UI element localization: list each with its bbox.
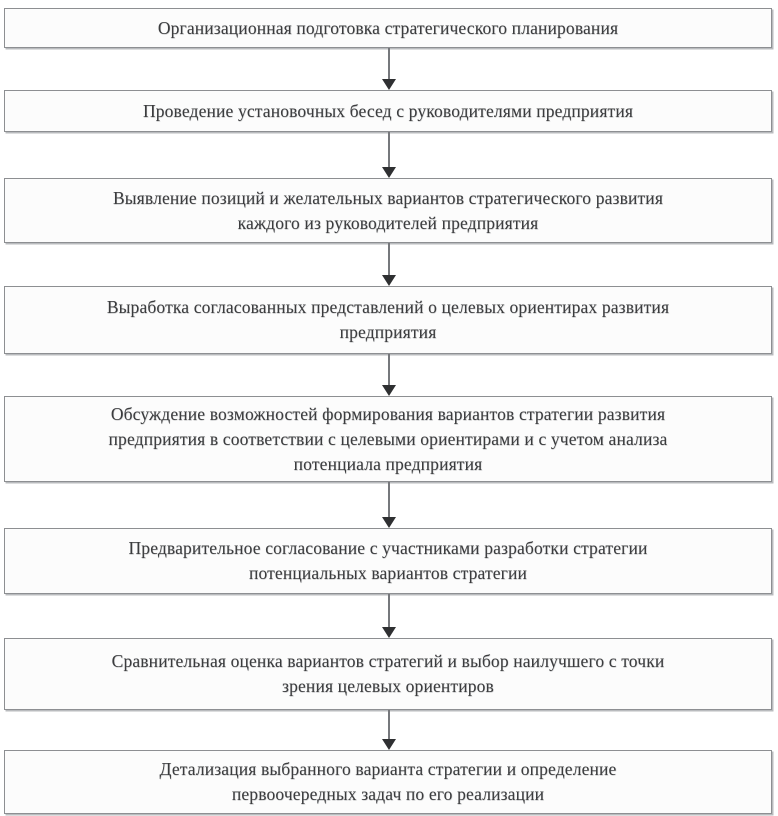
process-node-4[interactable]: Выработка согласованных представлений о … — [4, 286, 772, 354]
arrow-down-icon-6-7 — [381, 594, 397, 638]
process-node-7-label: Сравнительная оценка вариантов стратегий… — [111, 651, 665, 696]
arrow-shaft — [388, 710, 390, 740]
arrow-shaft — [388, 354, 390, 386]
arrow-shaft — [388, 243, 390, 276]
arrow-head — [382, 627, 396, 638]
arrow-down-icon-4-5 — [381, 354, 397, 396]
arrow-down-icon-1-2 — [381, 48, 397, 90]
arrow-down-icon-3-4 — [381, 243, 397, 286]
process-node-8[interactable]: Детализация выбранного варианта стратеги… — [4, 750, 772, 814]
arrow-down-icon-5-6 — [381, 482, 397, 528]
arrow-head — [382, 167, 396, 178]
arrow-head — [382, 517, 396, 528]
arrow-head — [382, 739, 396, 750]
process-node-3[interactable]: Выявление позиций и желательных варианто… — [4, 178, 772, 243]
arrow-down-icon-2-3 — [381, 132, 397, 178]
arrow-shaft — [388, 48, 390, 80]
process-node-1-label: Организационная подготовка стратегическо… — [157, 17, 619, 38]
arrow-down-icon-7-8 — [381, 710, 397, 750]
process-node-6-label: Предварительное согласование с участника… — [128, 538, 648, 583]
process-node-4-label: Выработка согласованных представлений о … — [106, 297, 670, 342]
arrow-head — [382, 79, 396, 90]
arrow-shaft — [388, 594, 390, 628]
process-node-2[interactable]: Проведение установочных бесед с руководи… — [4, 90, 772, 132]
process-node-6[interactable]: Предварительное согласование с участника… — [4, 528, 772, 594]
arrow-head — [382, 275, 396, 286]
process-node-5[interactable]: Обсуждение возможностей формирования вар… — [4, 396, 772, 482]
process-node-2-label: Проведение установочных бесед с руководи… — [142, 100, 634, 121]
process-node-5-label: Обсуждение возможностей формирования вар… — [108, 403, 668, 474]
arrow-head — [382, 385, 396, 396]
process-node-1[interactable]: Организационная подготовка стратегическо… — [4, 8, 772, 48]
arrow-shaft — [388, 482, 390, 518]
process-node-7[interactable]: Сравнительная оценка вариантов стратегий… — [4, 638, 772, 710]
arrow-shaft — [388, 132, 390, 168]
process-node-8-label: Детализация выбранного варианта стратеги… — [159, 759, 617, 804]
process-node-3-label: Выявление позиций и желательных варианто… — [112, 187, 664, 233]
